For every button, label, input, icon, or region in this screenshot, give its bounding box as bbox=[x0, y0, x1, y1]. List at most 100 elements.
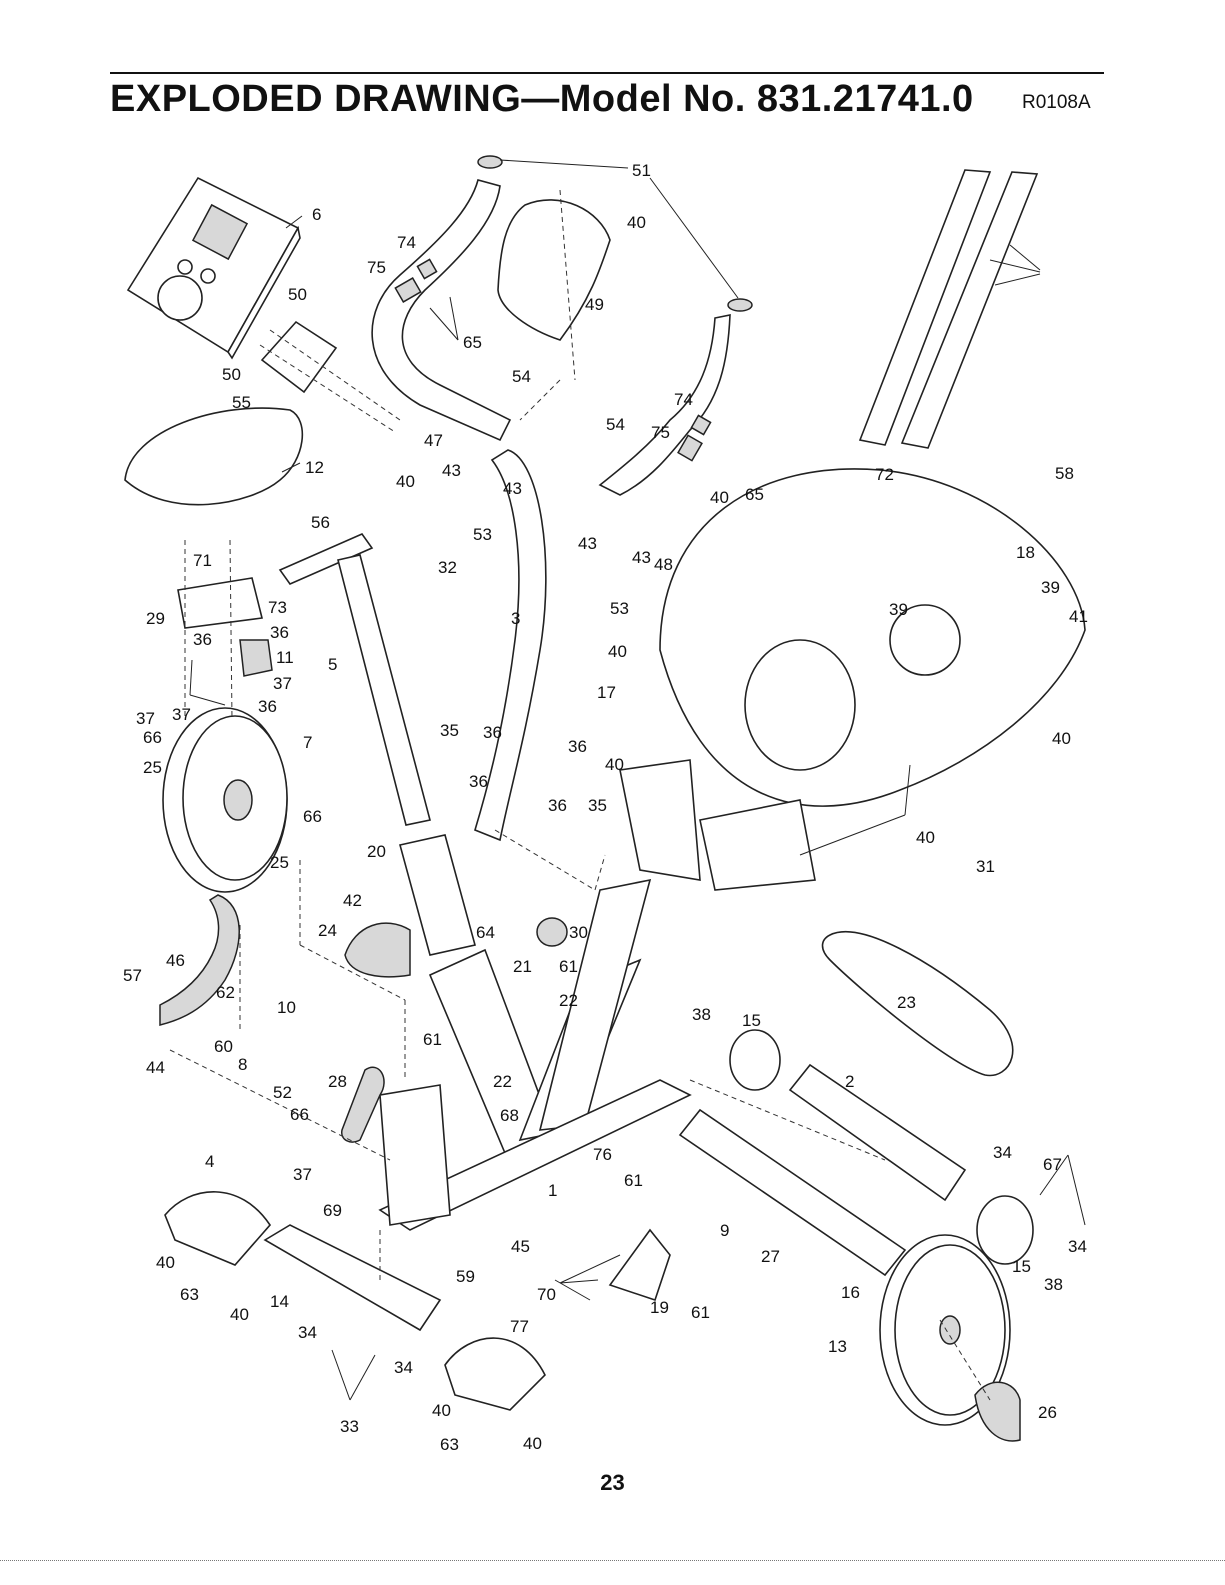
callout-23: 23 bbox=[897, 993, 916, 1012]
callout-74: 74 bbox=[397, 233, 416, 252]
crank-wheel-part-13 bbox=[879, 1234, 1011, 1426]
grip-part-75-right bbox=[677, 434, 703, 462]
callout-19: 19 bbox=[650, 1298, 669, 1317]
callout-69: 69 bbox=[323, 1201, 342, 1220]
handlebar-part-48 bbox=[598, 314, 731, 496]
callout-74: 74 bbox=[674, 390, 693, 409]
callout-43: 43 bbox=[578, 534, 597, 553]
callout-5: 5 bbox=[328, 655, 337, 674]
callout-53: 53 bbox=[610, 599, 629, 618]
callout-37: 37 bbox=[273, 674, 292, 693]
callout-63: 63 bbox=[180, 1285, 199, 1304]
callout-66: 66 bbox=[290, 1105, 309, 1124]
seat-post-part-5 bbox=[337, 554, 431, 826]
callout-36: 36 bbox=[568, 737, 587, 756]
callout-34: 34 bbox=[993, 1143, 1012, 1162]
bracket-part-55 bbox=[260, 320, 338, 394]
callout-24: 24 bbox=[318, 921, 337, 940]
callout-11: 11 bbox=[276, 648, 294, 667]
callout-46: 46 bbox=[166, 951, 185, 970]
callout-61: 61 bbox=[624, 1171, 643, 1190]
callout-65: 65 bbox=[463, 333, 482, 352]
callout-68: 68 bbox=[500, 1106, 519, 1125]
tube-part-72-b bbox=[900, 171, 1039, 449]
page-number: 23 bbox=[600, 1470, 625, 1495]
callout-71: 71 bbox=[193, 551, 212, 570]
callout-12: 12 bbox=[305, 458, 324, 477]
callout-61: 61 bbox=[559, 957, 578, 976]
callout-59: 59 bbox=[456, 1267, 475, 1286]
callout-36: 36 bbox=[469, 772, 488, 791]
callout-36: 36 bbox=[483, 723, 502, 742]
callout-63: 63 bbox=[440, 1435, 459, 1454]
callout-10: 10 bbox=[277, 998, 296, 1017]
callout-35: 35 bbox=[588, 796, 607, 815]
callout-43: 43 bbox=[442, 461, 461, 480]
callout-15: 15 bbox=[742, 1011, 761, 1030]
frame-part-1 bbox=[378, 878, 692, 1231]
callout-36: 36 bbox=[258, 697, 277, 716]
callout-8: 8 bbox=[238, 1055, 247, 1074]
callout-54: 54 bbox=[512, 367, 531, 386]
callout-54: 54 bbox=[606, 415, 625, 434]
callout-33: 33 bbox=[340, 1417, 359, 1436]
flywheel-part-7 bbox=[162, 707, 288, 893]
assembly-lines bbox=[169, 189, 991, 1401]
callout-38: 38 bbox=[692, 1005, 711, 1024]
endcap-part-51-left bbox=[477, 155, 503, 169]
shroud-opening bbox=[889, 604, 961, 676]
seat-bracket-part-29 bbox=[177, 577, 263, 629]
upright-part-3 bbox=[474, 449, 547, 842]
callout-77: 77 bbox=[510, 1317, 529, 1336]
callout-53: 53 bbox=[473, 525, 492, 544]
callout-39: 39 bbox=[889, 600, 908, 619]
callout-14: 14 bbox=[270, 1292, 289, 1311]
grip-part-75-left bbox=[394, 277, 422, 303]
seat-post-top-part-56 bbox=[278, 533, 374, 585]
belt-part-23 bbox=[821, 931, 1014, 1077]
callout-44: 44 bbox=[146, 1058, 165, 1077]
seat-part-12 bbox=[124, 407, 304, 506]
grip-part-74-left bbox=[416, 258, 438, 280]
stabilizer-part-14 bbox=[263, 1224, 442, 1332]
callout-40: 40 bbox=[396, 472, 415, 491]
drawing-code: R0108A bbox=[1022, 92, 1091, 113]
callout-2: 2 bbox=[845, 1072, 854, 1091]
footer-rule bbox=[0, 1560, 1225, 1561]
callout-75: 75 bbox=[651, 423, 670, 442]
pulley-part-15-a bbox=[729, 1029, 781, 1091]
page-title: EXPLODED DRAWING—Model No. 831.21741.0 bbox=[110, 78, 974, 120]
callout-43: 43 bbox=[503, 479, 522, 498]
callout-52: 52 bbox=[273, 1083, 292, 1102]
shroud-foot bbox=[699, 799, 816, 891]
callout-60: 60 bbox=[214, 1037, 233, 1056]
callout-22: 22 bbox=[559, 991, 578, 1010]
callout-40: 40 bbox=[916, 828, 935, 847]
sleeve-part-20 bbox=[399, 834, 476, 956]
callout-62: 62 bbox=[216, 983, 235, 1002]
callout-30: 30 bbox=[569, 923, 588, 942]
callout-40: 40 bbox=[608, 642, 627, 661]
callout-58: 58 bbox=[1055, 464, 1074, 483]
callout-43: 43 bbox=[632, 548, 651, 567]
callout-47: 47 bbox=[424, 431, 443, 450]
callout-6: 6 bbox=[312, 205, 321, 224]
callout-38: 38 bbox=[1044, 1275, 1063, 1294]
cap-part-30 bbox=[536, 917, 568, 947]
callout-9: 9 bbox=[720, 1221, 729, 1240]
callout-73: 73 bbox=[268, 598, 287, 617]
callout-17: 17 bbox=[597, 683, 616, 702]
callout-37: 37 bbox=[136, 709, 155, 728]
shroud-hub bbox=[744, 639, 856, 771]
callout-42: 42 bbox=[343, 891, 362, 910]
callout-13: 13 bbox=[828, 1337, 847, 1356]
callout-40: 40 bbox=[523, 1434, 542, 1453]
callout-25: 25 bbox=[270, 853, 289, 872]
endcap-part-51-right bbox=[727, 298, 753, 312]
crank-arm-part-28 bbox=[341, 1066, 385, 1143]
callout-65: 65 bbox=[745, 485, 764, 504]
guard-part-46 bbox=[159, 894, 240, 1026]
tube-part-72-a bbox=[858, 169, 992, 446]
callout-40: 40 bbox=[156, 1253, 175, 1272]
